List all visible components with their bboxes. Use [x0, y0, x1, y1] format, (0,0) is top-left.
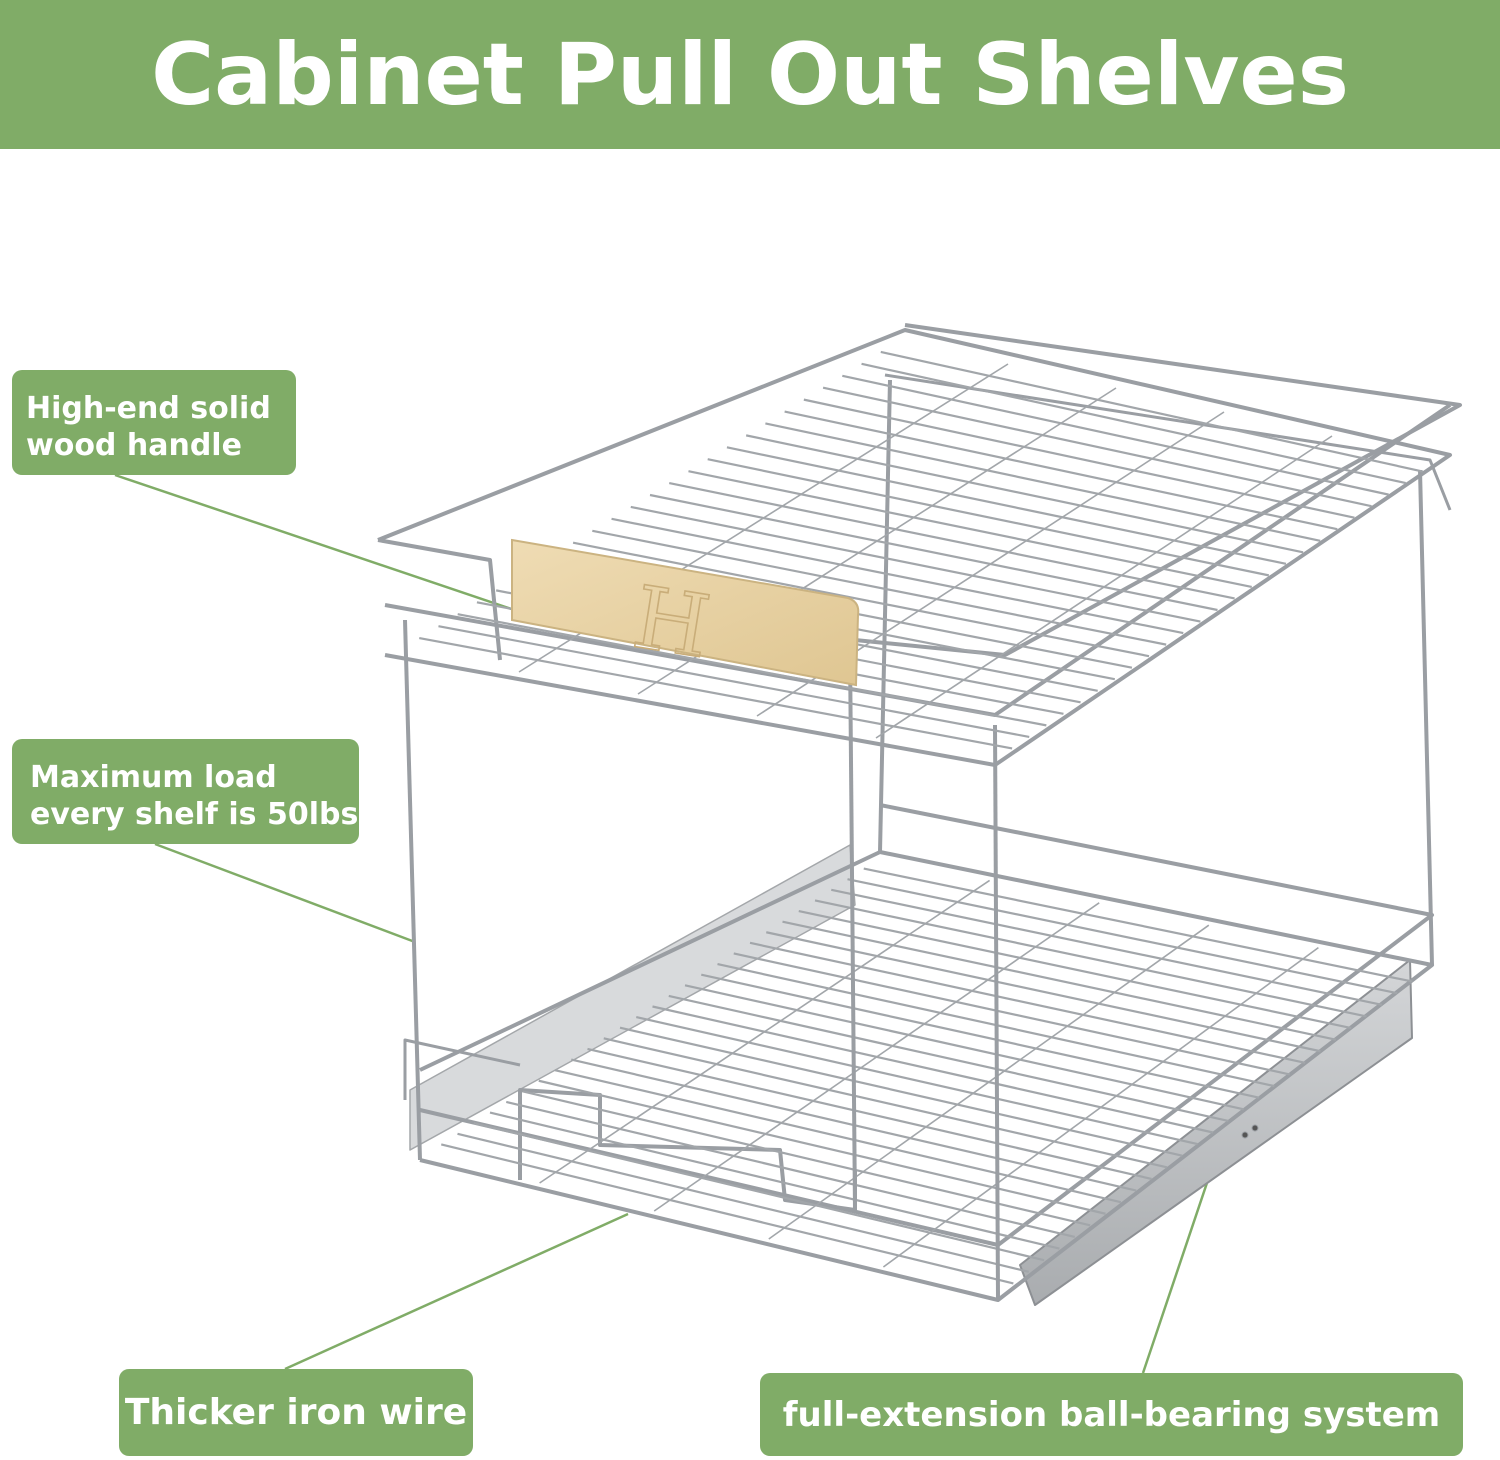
bottom-shelf [403, 803, 1434, 1306]
callout-bearing-text: full-extension ball-bearing system [782, 1394, 1441, 1435]
callout-wire-text: Thicker iron wire [124, 1392, 468, 1433]
callout-ball-bearing: full-extension ball-bearing system [760, 1373, 1463, 1456]
wood-handle: H [511, 538, 860, 687]
leader-lines [114, 473, 1215, 1374]
wire-bar [803, 398, 1355, 519]
wire-bar [440, 1143, 1014, 1285]
wire-bar [554, 1069, 1122, 1204]
wire-bar [831, 888, 1383, 1006]
wire-bar [669, 481, 1235, 600]
wire-bar [745, 434, 1304, 554]
wire-bar [701, 973, 1260, 1099]
wire-bar [489, 1111, 1060, 1250]
wire-bar [603, 1037, 1168, 1169]
wire-bar [592, 529, 1167, 646]
callout-handle-line2: wood handle [26, 428, 242, 463]
wire-bar [652, 1005, 1214, 1134]
callout-load-line1: Maximum load [30, 760, 277, 795]
wire-bar [538, 1079, 1106, 1215]
wire-bar [419, 636, 1013, 750]
page-title: Cabinet Pull Out Shelves [151, 24, 1349, 125]
wire-bar [611, 517, 1184, 635]
wire-bar [782, 920, 1337, 1041]
leader-line-load [154, 842, 416, 944]
wire-bar [473, 1122, 1045, 1262]
leader-line-bearing [1141, 1164, 1215, 1374]
wire-bar [733, 952, 1291, 1076]
wire-cross-bar [875, 435, 1333, 739]
wire-bar [636, 1016, 1198, 1146]
wire-bar [765, 422, 1321, 542]
wire-bar [798, 909, 1352, 1030]
wire-cross-bar [539, 879, 991, 1184]
wire-bar [649, 493, 1218, 612]
leader-line-handle [114, 473, 539, 620]
callout-iron-wire: Thicker iron wire [119, 1369, 473, 1456]
callout-max-load: Maximum load every shelf is 50lbs [12, 739, 359, 844]
title-banner: Cabinet Pull Out Shelves [0, 0, 1500, 149]
handle-emblem: H [627, 568, 717, 679]
wire-bar [861, 362, 1407, 485]
wire-bar [438, 625, 1030, 739]
wire-bar [587, 1047, 1152, 1181]
wire-bar [784, 410, 1338, 531]
wire-bar [847, 878, 1398, 995]
wire-bar [572, 541, 1150, 658]
wire-bar [688, 470, 1252, 589]
wire-bar [726, 446, 1287, 565]
wire-bar [766, 931, 1321, 1053]
callout-load-line2: every shelf is 50lbs [30, 797, 359, 832]
wire-bar [880, 350, 1424, 473]
product-illustration: H [114, 323, 1462, 1374]
wire-bar [707, 458, 1270, 577]
wire-bar [668, 994, 1229, 1122]
wire-bar [842, 374, 1389, 496]
wire-bar [684, 984, 1244, 1111]
wire-bar [749, 941, 1306, 1064]
wire-bar [863, 867, 1413, 983]
wire-bar [822, 386, 1372, 508]
leader-line-wire [284, 1212, 629, 1371]
wire-cross-bar [653, 902, 1100, 1212]
wire-bar [619, 1026, 1183, 1157]
callout-handle-line1: High-end solid [26, 391, 271, 426]
wire-bar [457, 1132, 1029, 1273]
wire-bar [505, 1100, 1076, 1239]
wire-cross-bar [882, 946, 1319, 1268]
wire-bar [814, 899, 1367, 1018]
wire-bar [630, 505, 1201, 623]
slide-rail-left [409, 844, 856, 1151]
wire-cross-bar [768, 924, 1210, 1240]
support-posts [403, 379, 1434, 1301]
callout-wood-handle: High-end solid wood handle [12, 370, 296, 475]
bottom-shelf-grid [440, 867, 1413, 1285]
wire-bar [457, 613, 1047, 727]
